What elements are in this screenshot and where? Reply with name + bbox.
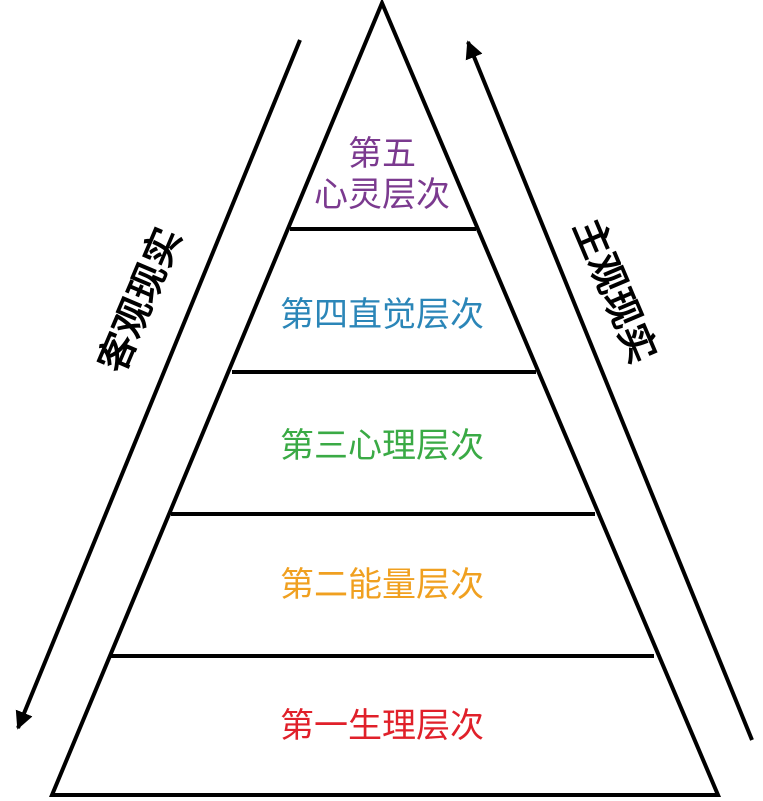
level-3-label: 第三心理层次 <box>280 426 484 466</box>
right-arrow-up <box>465 40 754 741</box>
level-2-label: 第二能量层次 <box>280 565 484 605</box>
left-arrow-down <box>15 39 302 730</box>
right-arrow-label: 主观现实 <box>565 212 665 369</box>
level-1-label: 第一生理层次 <box>280 706 484 746</box>
pyramid-outline <box>49 0 722 797</box>
left-arrow-label: 客观现实 <box>90 221 190 378</box>
level-5-label-line1: 第五 <box>348 134 416 174</box>
level-4-label: 第四直觉层次 <box>280 295 484 335</box>
level-5-label-line2: 心灵层次 <box>314 175 450 215</box>
